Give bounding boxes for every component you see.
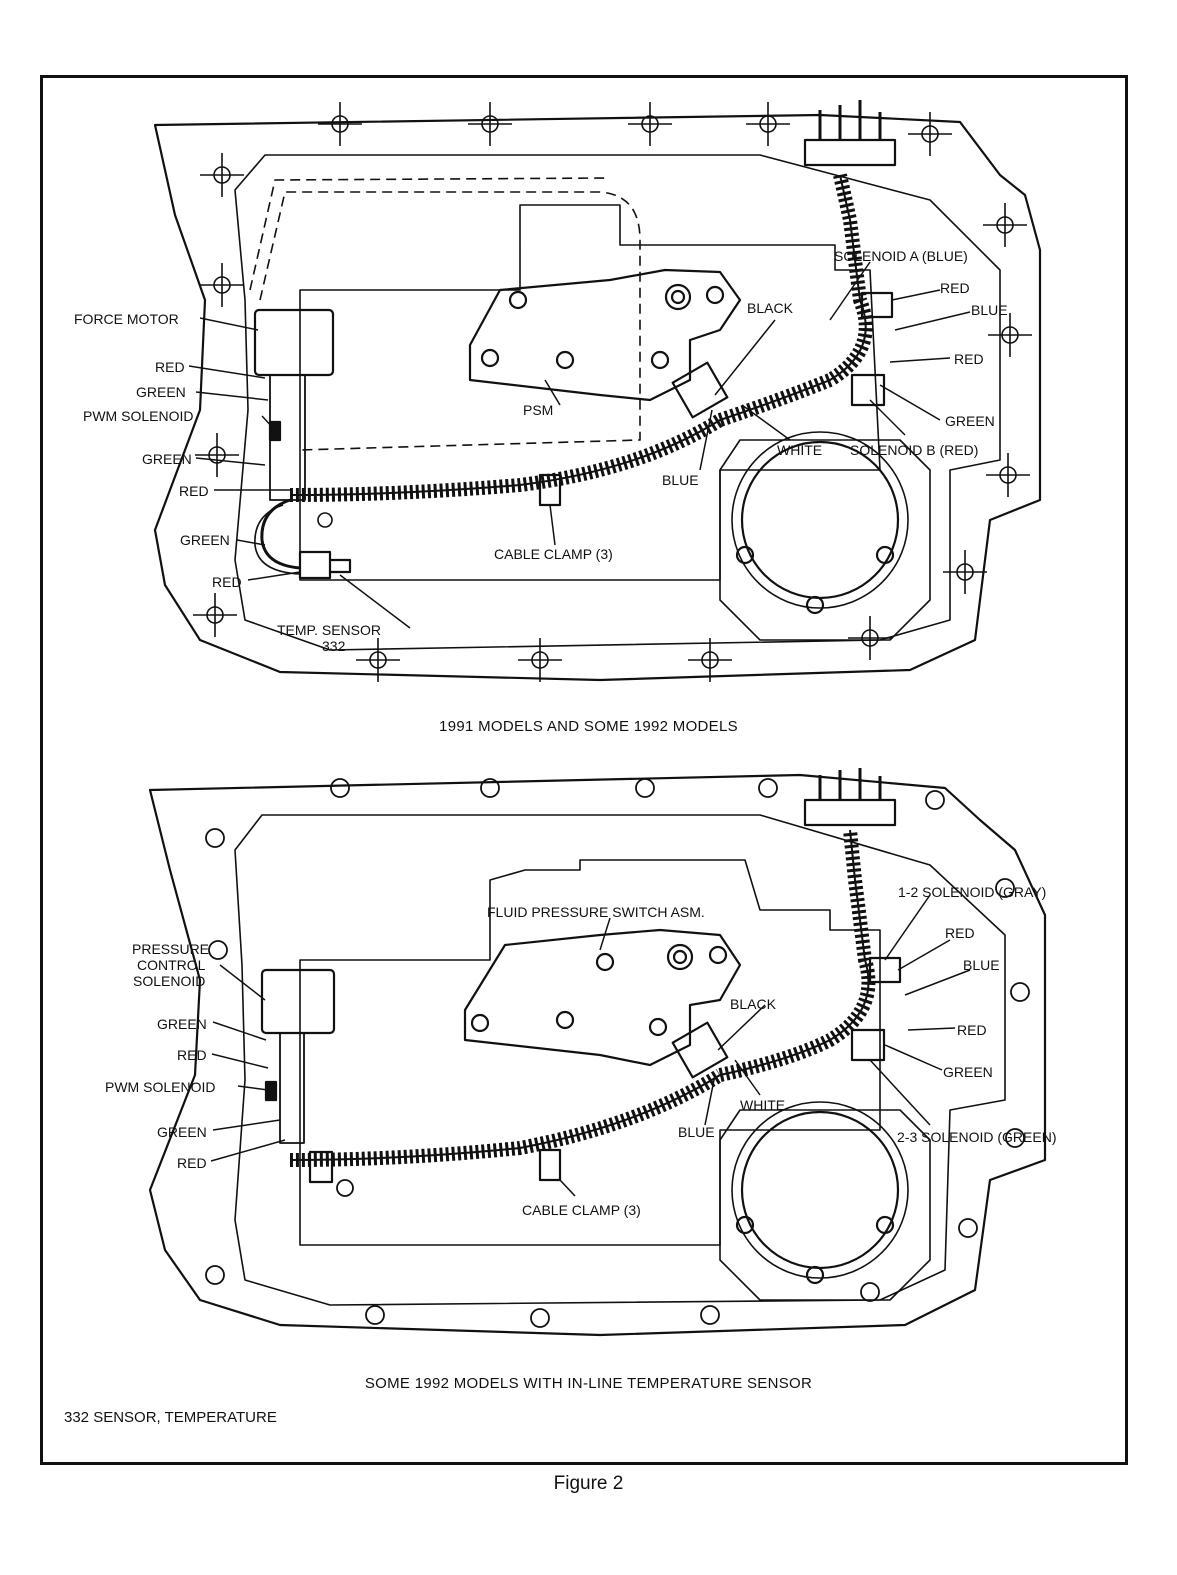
bolt-holes — [205, 778, 1030, 1328]
psm-plate — [468, 268, 742, 402]
center-block — [299, 204, 881, 581]
label-green: GREEN — [136, 384, 186, 400]
label-black: BLACK — [730, 996, 777, 1012]
label-red: RED — [177, 1155, 207, 1171]
label-pwm-solenoid: PWM SOLENOID — [83, 408, 193, 424]
bottom-diagram-caption: SOME 1992 MODELS WITH IN-LINE TEMPERATUR… — [364, 1375, 813, 1392]
label-green: GREEN — [945, 413, 995, 429]
label-green: GREEN — [180, 532, 230, 548]
label-solenoid-a: SOLENOID A (BLUE) — [834, 248, 968, 264]
label-force-motor: FORCE MOTOR — [74, 311, 179, 327]
pressure-switch-plate — [463, 928, 742, 1067]
label-cable-clamp: CABLE CLAMP (3) — [494, 546, 613, 562]
harness — [289, 414, 724, 502]
label-green: GREEN — [157, 1124, 207, 1140]
temp-sensor — [298, 550, 332, 580]
label-pwm-solenoid: PWM SOLENOID — [105, 1079, 215, 1095]
label-red: RED — [155, 359, 185, 375]
inner-channel — [234, 814, 1006, 1306]
figure-frame — [40, 75, 1128, 1465]
case-outline — [153, 113, 1042, 682]
label-red: RED — [940, 280, 970, 296]
large-bore — [740, 440, 900, 600]
case-outline — [148, 773, 1047, 1337]
label-green: GREEN — [157, 1016, 207, 1032]
top-diagram-caption: 1991 MODELS AND SOME 1992 MODELS — [439, 718, 738, 735]
label-blue: BLUE — [662, 472, 699, 488]
bolt-holes — [193, 102, 1032, 682]
label-1-2-solenoid: 1-2 SOLENOID (GRAY) — [898, 884, 1046, 900]
label-red: RED — [177, 1047, 207, 1063]
label-white: WHITE — [777, 442, 822, 458]
legend-text: 332 SENSOR, TEMPERATURE — [64, 1409, 277, 1426]
label-solenoid-b: SOLENOID B (RED) — [850, 442, 978, 458]
label-red: RED — [212, 574, 242, 590]
top-valve-body-diagram: FORCE MOTOR RED GREEN PWM SOLENOID GREEN… — [74, 100, 1042, 682]
label-temp-sensor-ref: 332 — [322, 638, 346, 654]
pressure-control-solenoid — [260, 968, 336, 1035]
inner-channel — [234, 154, 1001, 651]
label-pressure-control: SOLENOID — [133, 973, 205, 989]
label-red: RED — [954, 351, 984, 367]
label-blue: BLUE — [678, 1124, 715, 1140]
label-blue: BLUE — [971, 302, 1008, 318]
bottom-valve-body-diagram: PRESSURE CONTROL SOLENOID GREEN RED PWM … — [105, 768, 1056, 1337]
label-blue: BLUE — [963, 957, 1000, 973]
harness — [289, 1069, 724, 1167]
label-fluid-pressure-switch: FLUID PRESSURE SWITCH ASM. — [487, 904, 705, 920]
label-red: RED — [179, 483, 209, 499]
figure-label: Figure 2 — [553, 1473, 624, 1494]
label-cable-clamp: CABLE CLAMP (3) — [522, 1202, 641, 1218]
label-temp-sensor: TEMP. SENSOR — [277, 622, 381, 638]
label-green: GREEN — [943, 1064, 993, 1080]
leader-lines — [210, 894, 971, 1197]
force-motor — [253, 308, 335, 377]
label-psm: PSM — [523, 402, 553, 418]
label-black: BLACK — [747, 300, 794, 316]
label-red: RED — [957, 1022, 987, 1038]
label-green: GREEN — [142, 451, 192, 467]
large-bore — [740, 1110, 900, 1270]
label-2-3-solenoid: 2-3 SOLENOID (GREEN) — [897, 1129, 1056, 1145]
label-pressure-control: CONTROL — [137, 957, 206, 973]
leader-lines — [188, 261, 971, 629]
label-pressure-control: PRESSURE — [132, 941, 209, 957]
label-white: WHITE — [740, 1097, 785, 1113]
label-red: RED — [945, 925, 975, 941]
